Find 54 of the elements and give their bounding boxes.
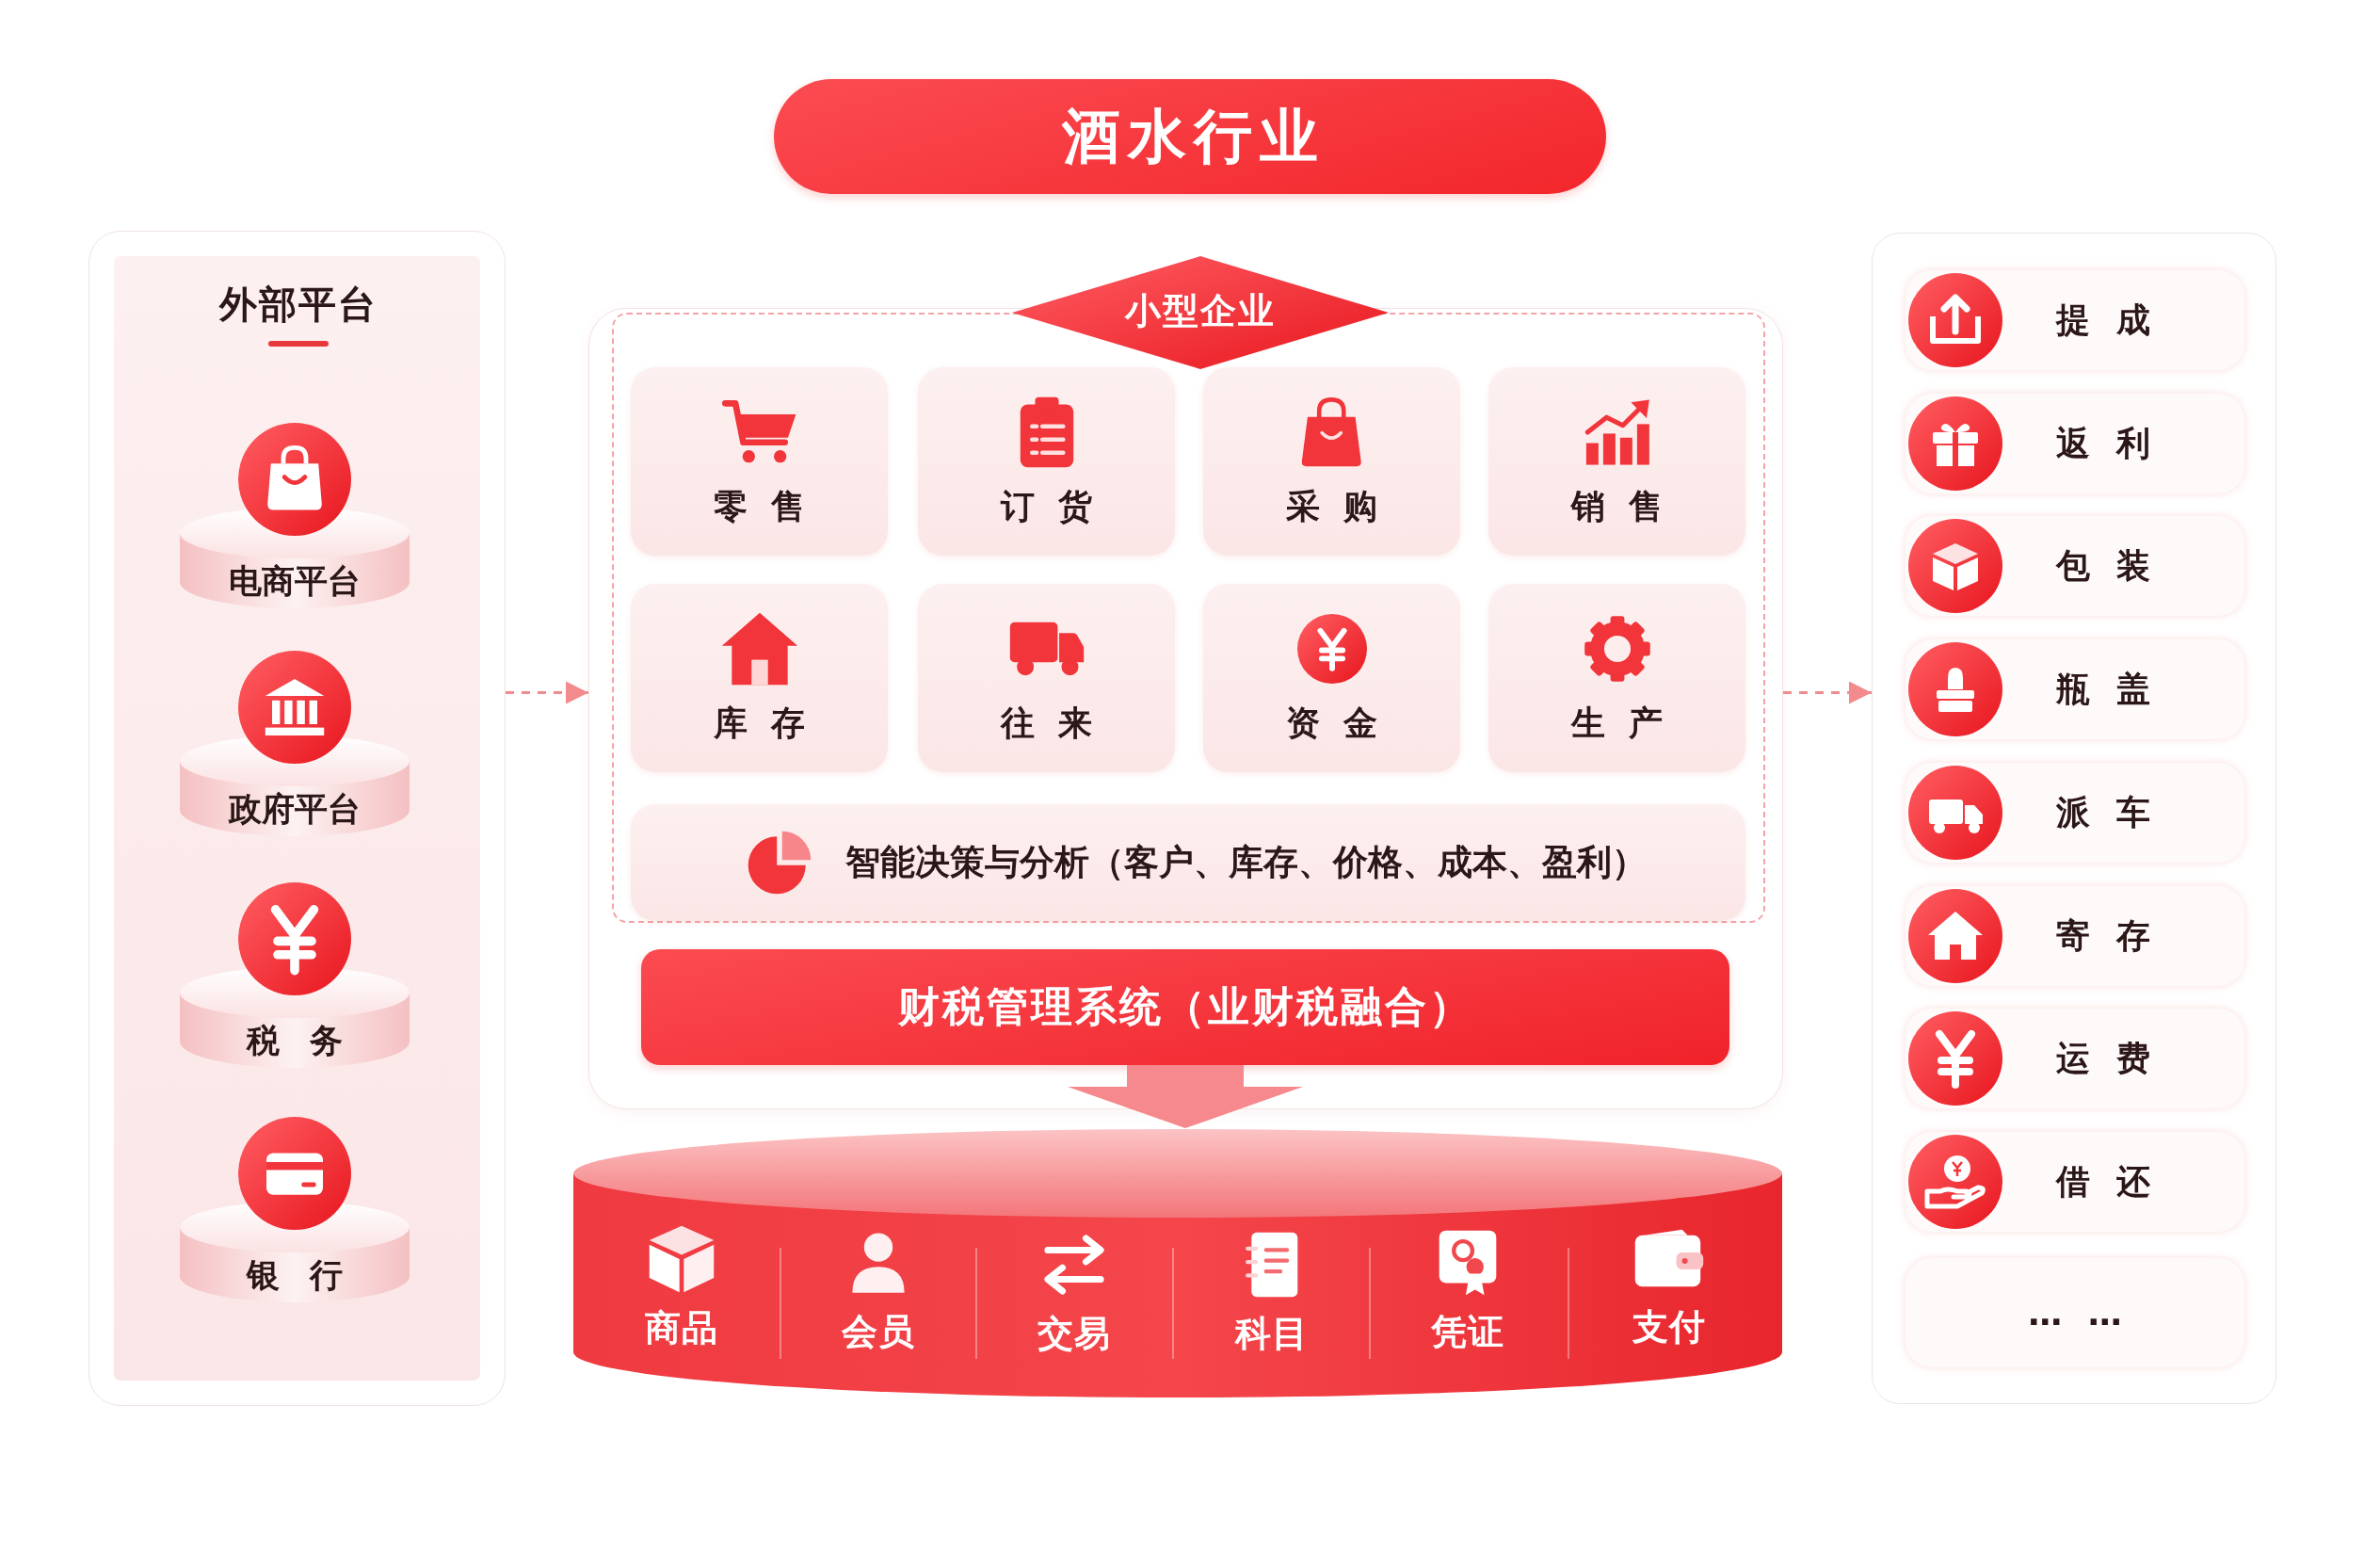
platform-label: 电商平台 bbox=[229, 560, 361, 602]
platform-label: 银 行 bbox=[247, 1254, 343, 1296]
title-banner: 酒水行业 bbox=[774, 79, 1606, 194]
analysis-bar bbox=[631, 804, 1745, 921]
module-label: 订 货 bbox=[1000, 485, 1093, 527]
item-card bbox=[1906, 763, 2244, 863]
flow-arrow bbox=[1068, 1065, 1303, 1128]
analysis-text: 智能决策与分析（客户、库存、价格、成本、盈利） bbox=[845, 841, 1647, 884]
dashed-arrow bbox=[1783, 681, 1872, 704]
item-label: 派 车 bbox=[2056, 791, 2150, 833]
module-label: 库 存 bbox=[713, 702, 806, 744]
module-card bbox=[631, 367, 888, 556]
item-card bbox=[1906, 394, 2244, 493]
item-card bbox=[1906, 516, 2244, 616]
module-card bbox=[918, 584, 1175, 772]
side-panel bbox=[88, 231, 506, 1406]
item-label: 运 费 bbox=[2056, 1037, 2150, 1079]
category-label: 会员 bbox=[842, 1309, 915, 1354]
module-label: 采 购 bbox=[1285, 485, 1378, 527]
platform-label: 税 务 bbox=[247, 1020, 343, 1061]
item-card bbox=[1906, 270, 2244, 370]
module-card bbox=[918, 367, 1175, 556]
item-card bbox=[1906, 886, 2244, 986]
module-card bbox=[1488, 584, 1745, 772]
module-label: 往 来 bbox=[1000, 702, 1093, 744]
group-title: 小型企业 bbox=[1124, 288, 1276, 333]
dashed-arrow bbox=[506, 681, 588, 704]
category-label: 交易 bbox=[1037, 1311, 1111, 1356]
category-label: 凭证 bbox=[1431, 1309, 1504, 1354]
category-label: 支付 bbox=[1632, 1304, 1706, 1349]
module-label: 生 产 bbox=[1570, 702, 1664, 744]
panel-title: 外部平台 bbox=[218, 281, 378, 328]
item-card bbox=[1906, 1132, 2244, 1232]
category-label: 科目 bbox=[1235, 1311, 1309, 1356]
module-label: 销 售 bbox=[1570, 485, 1664, 527]
module-card bbox=[1488, 367, 1745, 556]
system-banner: 财税管理系统（业财税融合） bbox=[641, 949, 1729, 1065]
module-label: 资 金 bbox=[1285, 702, 1378, 744]
item-label: 瓶 盖 bbox=[2056, 668, 2150, 710]
item-label: … … bbox=[2028, 1293, 2122, 1333]
item-label: 包 装 bbox=[2056, 544, 2150, 587]
module-label: 零 售 bbox=[713, 485, 806, 527]
side-panel bbox=[1872, 233, 2276, 1404]
item-label: 提 成 bbox=[2056, 299, 2150, 341]
module-card bbox=[631, 584, 888, 772]
item-label: 寄 存 bbox=[2056, 914, 2150, 957]
item-card bbox=[1906, 1009, 2244, 1108]
item-label: 返 利 bbox=[2056, 422, 2150, 464]
module-card bbox=[1203, 584, 1460, 772]
module-card bbox=[1203, 367, 1460, 556]
category-label: 商品 bbox=[645, 1305, 718, 1350]
platform-label: 政府平台 bbox=[229, 788, 361, 830]
item-card bbox=[1906, 639, 2244, 739]
item-label: 借 还 bbox=[2056, 1160, 2150, 1203]
